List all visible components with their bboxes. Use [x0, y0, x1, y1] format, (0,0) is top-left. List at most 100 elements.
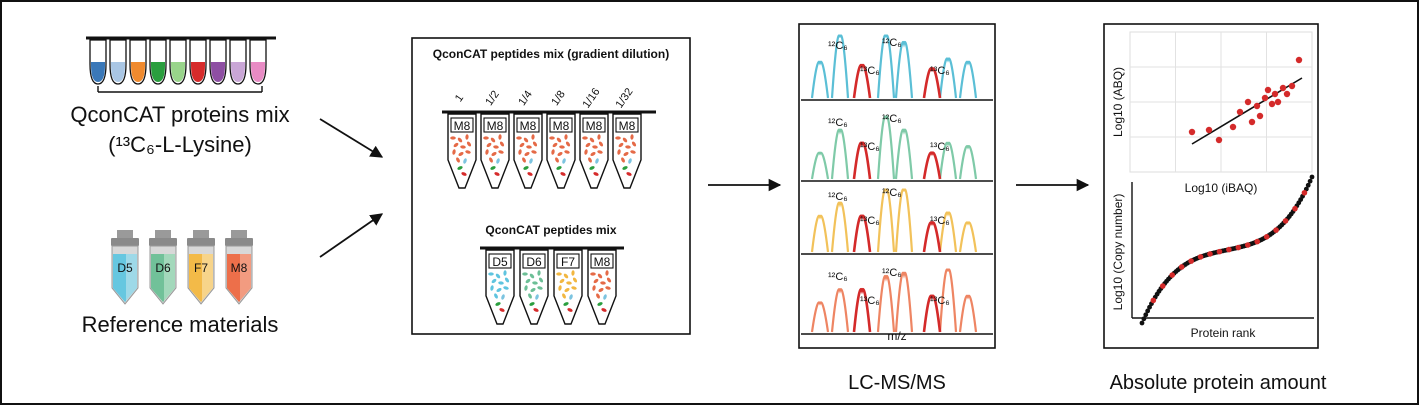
qconcat-label-line2: (¹³C₆-L-Lysine) [108, 132, 252, 157]
peptide-fragment [532, 141, 538, 147]
peptide-fragment [491, 278, 497, 284]
peptide-fragment [529, 302, 535, 306]
abq-ibaq-scatter [1129, 31, 1313, 173]
peptide-fragment [528, 293, 532, 299]
peptide-fragment [538, 277, 544, 283]
spectrum-peak [810, 151, 830, 180]
peptide-tube-label: M8 [454, 119, 471, 133]
peptide-fragment [453, 142, 459, 148]
spectrum-peak [876, 115, 896, 180]
ref-tube-cap [111, 238, 139, 246]
rank-point-highlight [1207, 251, 1213, 257]
peptide-fragment [465, 134, 469, 140]
peptide-fragment [491, 152, 497, 156]
spectrum-peak [852, 141, 872, 180]
peptide-tube-label-box [483, 117, 507, 133]
heavy-isotope-label: ¹³C₆ [930, 295, 950, 307]
peptide-fragment [537, 286, 543, 290]
scatter-point [1253, 102, 1261, 110]
spectrum-peak [922, 221, 942, 253]
scatter-point [1229, 123, 1237, 131]
peptide-fragment [494, 293, 498, 299]
peptide-tube-label: M8 [520, 119, 537, 133]
peptide-fragment [504, 277, 510, 283]
spectrum-peak [922, 67, 942, 99]
peptide-fragment [560, 172, 566, 176]
peptide-mix-box [411, 37, 691, 335]
ms-xlabel: m/z [887, 329, 906, 343]
spectrum-peak [922, 151, 942, 180]
peptide-fragment [533, 308, 539, 312]
peptide-fragment [549, 136, 555, 140]
scatter-point [1274, 98, 1282, 106]
peptide-fragment [495, 273, 501, 279]
peptide-tube-label: M8 [619, 119, 636, 133]
ref-tube-cap-top [193, 230, 209, 238]
ref-tube-cap [187, 238, 215, 246]
heavy-isotope-label: ¹³C₆ [860, 215, 880, 227]
peptide-fragment [498, 150, 504, 154]
peptide-fragment [622, 166, 628, 170]
spectrum-peak [810, 214, 830, 253]
reference-label: Reference materials [82, 312, 279, 337]
spectrum-peak [894, 41, 914, 99]
peptide-fragment [532, 281, 538, 285]
peptide-fragment [600, 281, 606, 285]
peptide-fragment [490, 285, 494, 291]
scatter-point [1188, 128, 1196, 136]
peptide-fragment [519, 142, 525, 148]
spectrum-peak [830, 34, 850, 99]
peptide-fragment [555, 157, 559, 163]
spectrum-peak [852, 214, 872, 253]
peptide-fragment [524, 285, 528, 291]
peptide-tube-label: M8 [594, 255, 611, 269]
rank-point-highlight [1216, 248, 1223, 255]
peptide-fragment [460, 145, 466, 149]
scatter-point [1268, 100, 1276, 108]
peptide-fragment [592, 285, 596, 291]
light-isotope-label: ¹²C₆ [828, 117, 848, 129]
scatter-point [1205, 126, 1213, 134]
peptide-fragment [488, 272, 494, 276]
peptide-fragment [564, 150, 570, 154]
peptide-fragment [605, 270, 609, 276]
peptide-fragment [531, 150, 537, 154]
rank-point-highlight [1263, 234, 1270, 240]
spectrum-peak [958, 60, 978, 99]
peptide-fragment [617, 149, 621, 155]
ref-tube-liquid [151, 254, 164, 302]
peptide-fragment [525, 278, 531, 284]
peptide-fragment [522, 272, 528, 276]
heavy-isotope-label: ¹³C₆ [860, 141, 880, 153]
peptide-fragment [562, 158, 566, 164]
peptide-fragment [458, 152, 464, 156]
peptide-fragment [503, 286, 509, 290]
results-caption: Absolute protein amount [1110, 372, 1327, 394]
qconcat-tube-strip [86, 36, 276, 93]
peptide-fragment [551, 149, 555, 155]
ref-tube-label: D5 [117, 261, 133, 275]
peptide-fragment [461, 172, 467, 176]
peptide-tube-label-box [516, 117, 540, 133]
ms-caption: LC-MS/MS [848, 372, 946, 394]
peptide-fragment [628, 158, 632, 164]
spectrum-peak [938, 141, 958, 180]
peptide-fragment [593, 278, 599, 284]
strip-tube-liquid [151, 62, 165, 82]
peptide-fragment [522, 157, 526, 163]
peptide-tube-label: D5 [492, 255, 508, 269]
peptide-fragment [631, 141, 637, 147]
peptide-fragment [582, 136, 588, 140]
peptide-fragment [523, 137, 529, 143]
rank-point [1139, 320, 1145, 326]
peptide-fragment [566, 281, 572, 285]
spectrum-peak [830, 128, 850, 180]
peptide-fragment [562, 293, 566, 299]
rank-point-highlight [1188, 258, 1194, 264]
heavy-isotope-label: ¹³C₆ [860, 65, 880, 77]
spectrum-peak [938, 211, 958, 253]
ref-tube-cap [149, 238, 177, 246]
ref-tube-label: D6 [155, 261, 171, 275]
